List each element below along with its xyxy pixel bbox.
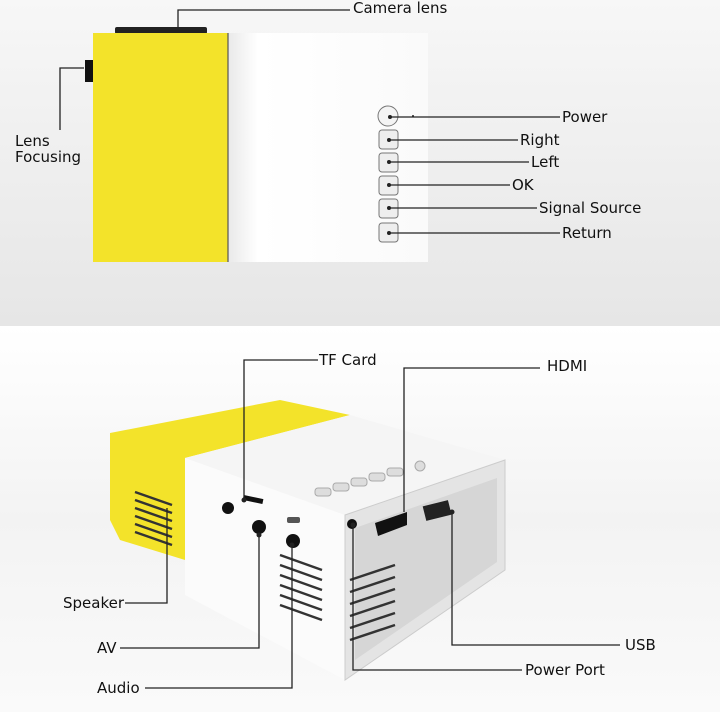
usb-port: [422, 500, 452, 521]
label-tf-card: TF Card: [318, 351, 377, 369]
label-hdmi: HDMI: [547, 357, 587, 375]
bottom-leader-dots: [241, 497, 455, 548]
label-usb: USB: [625, 636, 656, 654]
av-port: [252, 520, 266, 534]
label-ok: OK: [512, 176, 535, 194]
top-leader-lines: [59, 9, 560, 234]
label-power-port: Power Port: [525, 661, 605, 679]
label-power: Power: [562, 108, 608, 126]
label-signal-source: Signal Source: [539, 199, 641, 217]
top-leader-dots: [387, 115, 414, 235]
white-top: [185, 415, 505, 515]
yellow-body: [93, 33, 228, 262]
bottom-leader-lines: [120, 359, 620, 689]
focus-knob: [85, 60, 94, 82]
white-side: [185, 458, 345, 680]
label-av: AV: [97, 639, 117, 657]
label-audio: Audio: [97, 679, 140, 697]
top-view-panel: Camera lens Lens Focusing Power Right Le…: [0, 0, 720, 326]
port-view-panel: TF Card HDMI Speaker AV Audio USB Power …: [0, 326, 720, 712]
audio-port: [286, 534, 300, 548]
hdmi-port: [375, 512, 407, 536]
top-buttons: [314, 460, 426, 497]
tf-card-slot: [242, 494, 264, 505]
label-left: Left: [531, 153, 559, 171]
label-right: Right: [520, 131, 560, 149]
port-hole: [222, 502, 234, 514]
label-speaker: Speaker: [63, 594, 125, 612]
speaker-grille: [134, 490, 396, 642]
label-lens-focusing-2: Focusing: [15, 148, 81, 166]
label-camera-lens: Camera lens: [353, 0, 448, 17]
power-button: [377, 105, 399, 127]
label-return: Return: [562, 224, 612, 242]
camera-lens-part: [115, 27, 207, 34]
led: [287, 517, 300, 523]
label-lens-focusing-1: Lens: [15, 132, 50, 150]
